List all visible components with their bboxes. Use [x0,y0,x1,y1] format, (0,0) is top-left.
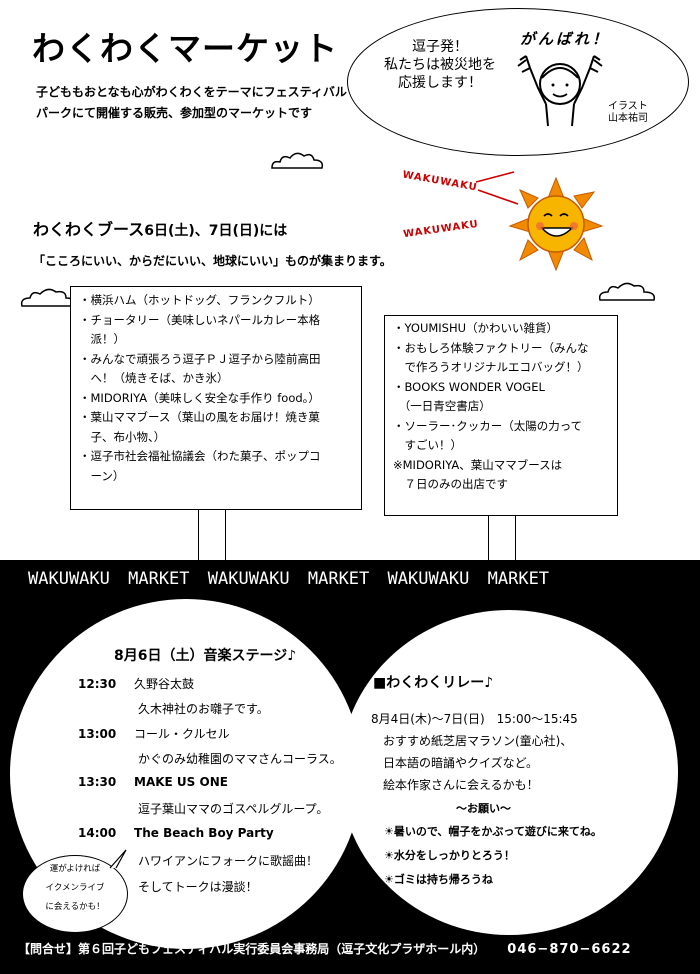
bubble-line-3: に会えるかも！ [45,902,105,912]
stage-desc: 逗子葉山ママのゴスペルグループ。 [138,802,329,816]
support-line-1: 逗子発！ [412,39,468,55]
bubble-line-2: イクメンライブ [45,883,105,893]
intro-text: 子どももおとなも心がわくわくをテーマにフェスティバル パークにて開催する販売、参… [36,82,356,124]
illustration-credit: イラスト 山本祐司 [608,101,648,125]
cloud-icon [20,288,76,307]
cheering-person-illustration [517,55,603,127]
booth-item: ※MIDORIYA、葉山ママブースは [393,457,563,472]
sun-bullet-icon: ☀ [384,873,394,886]
stage-time: 12:30 [78,677,117,691]
market-banner: WAKUWAKU MARKET WAKUWAKU MARKET WAKUWAKU… [28,569,550,589]
contact-phone: 046−870−6622 [507,942,632,957]
booth-item: ・ソーラー･クッカー（太陽の力って [393,418,583,433]
booth-item: ーン） [79,468,125,483]
stage-performer: The Beach Boy Party [134,826,274,840]
stage-performer: 久野谷太鼓 [134,677,195,691]
request-item: ☀暑いので、帽子をかぶって遊びに来てね。 [384,820,602,844]
stage-time: 13:30 [78,775,117,789]
smiling-sun-icon [508,176,604,272]
sign-post [198,505,226,565]
illustration-credit-name: 山本祐司 [608,113,648,124]
booth-item: （一日青空書店） [393,399,491,413]
request-item: ☀ゴミは持ち帰ろうね [384,868,602,892]
booth-item: ・みんなで頑張ろう逗子ＰＪ逗子から陸前高田 [79,351,321,366]
booth-item: ・横浜ハム（ホットドッグ、フランクフルト） [79,293,320,307]
booth-heading-dates: 6日(土)、7日(日)には [144,223,288,239]
sun-bullet-icon: ☀ [384,825,394,838]
booth-item: で作ろうオリジナルエコバッグ！） [393,360,589,374]
booth-item: ・おもしろ体験ファクトリー（みんな [393,340,589,355]
request-text: ゴミは持ち帰ろうね [393,873,493,886]
ganbare-text: がんばれ！ [520,30,611,48]
request-text: 暑いので、帽子をかぶって遊びに来てね。 [393,825,602,838]
stage-title: 8月6日（土）音楽ステージ♪ [114,648,297,664]
booth-item: へ！（焼きそば、かき氷） [79,371,229,385]
relay-details: 8月4日(木)〜7日(日) 15:00〜15:45 おすすめ紙芝居マラソン(童心… [371,708,578,796]
motion-lines [475,171,519,205]
relay-circle [340,610,678,935]
booth-item: 子、布小物、） [79,429,166,444]
wakuwaku-text-2: WAKUWAKU [402,218,480,241]
booth-item: 派！） [79,332,125,346]
stage-item: 12:30 久野谷太鼓 [78,675,194,692]
stage-desc: そしてトークは漫談！ [138,880,258,894]
cloud-icon [271,152,324,169]
relay-line: 8月4日(木)〜7日(日) 15:00〜15:45 [371,712,578,726]
support-line-2: 私たちは被災地を [384,57,496,73]
booth-item: ・BOOKS WONDER VOGEL [393,379,545,394]
stage-item: 13:30 MAKE US ONE [78,775,228,789]
cloud-icon [598,282,656,301]
relay-title: ■わくわくリレー♪ [373,675,494,691]
intro-line-2: パークにて開催する販売、参加型のマーケットです [36,106,313,120]
stage-desc: ハワイアンにフォークに歌謡曲！ [138,854,319,868]
request-title: 〜お願い〜 [456,802,511,815]
stage-performer: MAKE US ONE [134,775,228,789]
stage-performer: コール・クルセル [134,727,230,741]
stage-desc: 久木神社のお囃子です。 [138,702,269,716]
sign-post [488,510,516,565]
booth-heading: わくわくブース6日(土)、7日(日)には [33,216,287,240]
stage-time: 14:00 [78,826,117,840]
stage-desc: かぐのみ幼稚園のママさんコーラス。 [138,752,342,766]
page-title: わくわくマーケット [32,29,338,68]
booth-item: ・MIDORIYA（美味しく安全な手作り food。） [79,390,320,405]
relay-line: 絵本作家さんに会えるかも！ [371,778,539,792]
stage-item: 13:00 コール・クルセル [78,725,230,742]
booth-item: ・YOUMISHU（かわいい雑貨） [393,321,559,335]
booth-item: すごい！） [393,438,462,452]
booth-heading-main: わくわくブース [33,220,145,239]
support-callout [347,8,689,156]
sun-bullet-icon: ☀ [384,849,394,862]
request-item: ☀水分をしっかりとろう！ [384,844,602,868]
request-text: 水分をしっかりとろう！ [393,849,515,862]
booth-subline: 「こころにいい、からだにいい、地球にいい」ものが集まります。 [33,254,392,268]
contact-footer: 【問合せ】第６回子どもフェスティバル実行委員会事務局（逗子文化プラザホール内） 0… [18,940,632,957]
wakuwaku-text-1: WAKUWAKU [401,169,479,194]
request-list: ☀暑いので、帽子をかぶって遊びに来てね。 ☀水分をしっかりとろう！ ☀ゴミは持ち… [384,820,602,892]
support-message: 逗子発！ 私たちは被災地を 応援します！ [375,38,505,92]
booth-item: ７日のみの出店です [393,477,508,491]
illustration-credit-label: イラスト [608,101,648,112]
relay-line: おすすめ紙芝居マラソン(童心社)、 [371,734,573,748]
booth-item: ・逗子市社会福祉協議会（わた菓子、ポップコ [79,449,321,463]
booth-board-right: ・YOUMISHU（かわいい雑貨） ・おもしろ体験ファクトリー（みんな で作ろう… [384,315,618,516]
stage-time: 13:00 [78,727,117,741]
booth-board-left: ・横浜ハム（ホットドッグ、フランクフルト） ・チョータリー（美味しいネパールカレ… [70,286,362,510]
intro-line-1: 子どももおとなも心がわくわくをテーマにフェスティバル [36,85,347,99]
support-line-3: 応援します！ [398,75,482,91]
booth-item: ・葉山ママブース（葉山の風をお届け！焼き菓 [79,410,320,424]
booth-item: ・チョータリー（美味しいネパールカレー本格 [79,312,321,327]
contact-text: 【問合せ】第６回子どもフェスティバル実行委員会事務局（逗子文化プラザホール内） [18,942,486,956]
relay-line: 日本語の暗誦やクイズなど。 [371,756,539,770]
bubble-line-1: 運がよければ [49,864,101,874]
stage-item: 14:00 The Beach Boy Party [78,826,274,840]
speech-bubble-tail [109,849,127,869]
